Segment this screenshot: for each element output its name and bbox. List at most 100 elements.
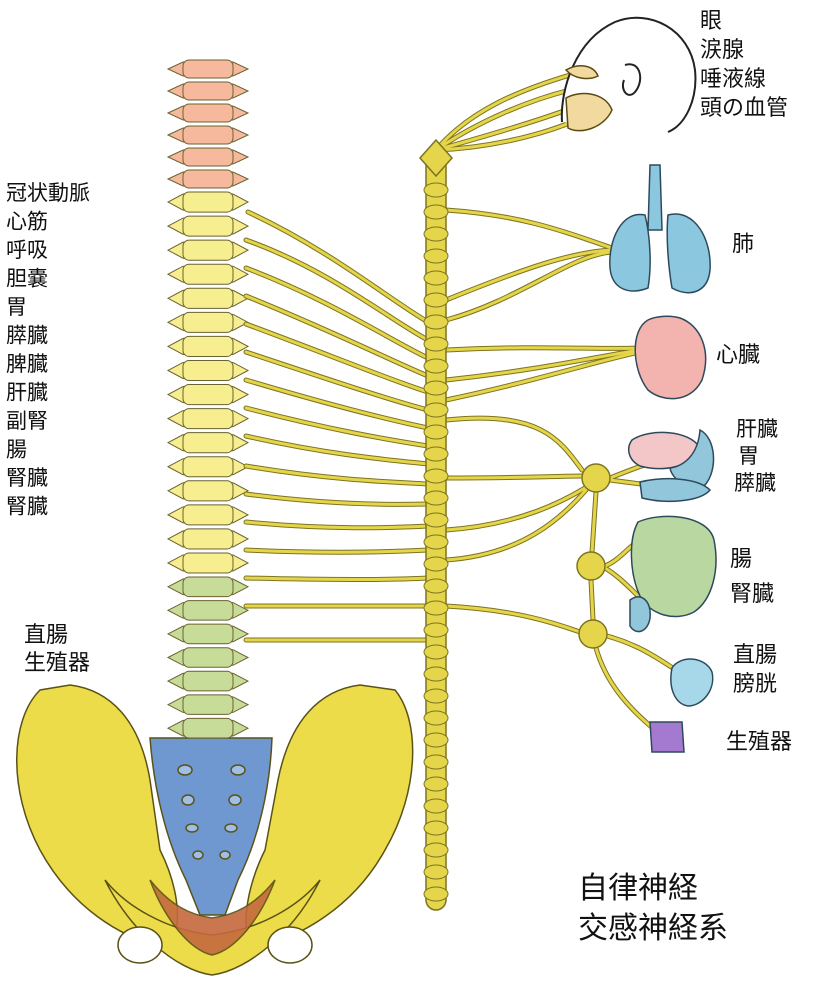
thoracic-vertebra <box>168 481 248 501</box>
thoracic-vertebra <box>168 457 248 477</box>
left-label-9: 腸 <box>6 438 27 462</box>
head-label-3: 頭の血管 <box>700 96 788 121</box>
head-label-2: 唾液線 <box>700 67 766 92</box>
thoracic-vertebra <box>168 553 248 573</box>
label-bladder: 膀胱 <box>733 672 777 697</box>
left-label-7: 肝臓 <box>6 381 48 405</box>
left-label-10: 腎臓 <box>6 466 48 490</box>
cervical-vertebra <box>168 170 248 188</box>
trunk-bead <box>424 403 448 417</box>
trunk-bead <box>424 227 448 241</box>
trunk-bead <box>424 777 448 791</box>
trunk-bead <box>424 183 448 197</box>
left-label-0: 冠状動脈 <box>6 181 90 205</box>
trunk-bead <box>424 711 448 725</box>
genital-organ <box>650 722 684 752</box>
celiac-ganglion <box>582 464 610 492</box>
right-obturator <box>268 927 312 963</box>
left-lower-label-0: 直腸 <box>24 623 68 648</box>
organ-nerve-branch <box>592 492 596 552</box>
cervical-vertebra <box>168 60 248 78</box>
cervical-vertebra <box>168 148 248 166</box>
left-lower-label-1: 生殖器 <box>24 651 90 676</box>
left-label-2: 呼吸 <box>6 238 48 262</box>
cervical-vertebra <box>168 126 248 144</box>
trunk-bead <box>424 601 448 615</box>
organ-nerve-branch <box>591 580 593 620</box>
thoracic-vertebra <box>168 360 248 380</box>
left-label-6: 脾臓 <box>6 352 48 376</box>
left-iliac-bone <box>17 685 178 948</box>
trunk-bead <box>424 623 448 637</box>
trunk-bead <box>424 513 448 527</box>
trunk-bead <box>424 535 448 549</box>
trunk-bead <box>424 359 448 373</box>
title-line-2: 交感神経系 <box>578 911 728 946</box>
thoracic-vertebra <box>168 192 248 212</box>
lumbar-vertebra <box>168 695 248 715</box>
head-label-0: 眼 <box>700 9 722 34</box>
sympathetic-nerves-inner <box>246 75 700 730</box>
left-organ-list: 冠状動脈心筋呼吸胆嚢胃膵臓脾臓肝臓副腎腸腎臓腎臓 <box>6 181 90 519</box>
label-stomach: 胃 <box>738 444 759 468</box>
trunk-bead <box>424 205 448 219</box>
thoracic-vertebra <box>168 312 248 332</box>
trunk-bead <box>424 381 448 395</box>
right-iliac-bone <box>246 685 413 948</box>
trunk-bead <box>424 733 448 747</box>
left-label-11: 腎臓 <box>6 495 48 519</box>
lumbar-vertebra <box>168 601 248 621</box>
label-heart: 心臓 <box>716 343 760 368</box>
left-lung <box>610 214 650 290</box>
trunk-bead <box>424 667 448 681</box>
label-kidney: 腎臓 <box>730 582 774 607</box>
trunk-bead <box>424 271 448 285</box>
title-line-1: 自律神経 <box>578 871 698 906</box>
cervical-vertebra <box>168 104 248 122</box>
thoracic-vertebra <box>168 433 248 453</box>
lumbar-vertebra <box>168 718 248 738</box>
sympathetic-nerves <box>246 75 700 730</box>
trunk-bead <box>424 887 448 901</box>
heart <box>635 316 705 398</box>
label-liver: 肝臓 <box>736 417 778 441</box>
spinal-nerve-branch <box>246 578 428 580</box>
thoracic-vertebra <box>168 385 248 405</box>
label-pancreas: 膵臓 <box>734 471 776 495</box>
organ-nerve-branch <box>446 210 612 248</box>
trunk-bead <box>424 755 448 769</box>
trachea <box>648 165 662 230</box>
spinal-nerve-branch <box>246 240 428 340</box>
organ-nerve-branch <box>446 210 612 248</box>
trunk-bead <box>424 799 448 813</box>
lumbar-vertebra <box>168 624 248 644</box>
thoracic-vertebra <box>168 336 248 356</box>
trunk-bead <box>424 689 448 703</box>
right-lung <box>667 214 710 293</box>
trunk-bead <box>424 843 448 857</box>
thoracic-vertebra <box>168 288 248 308</box>
trunk-bead <box>424 337 448 351</box>
organ-nerve-branch <box>596 648 655 730</box>
head-label-1: 涙腺 <box>700 38 744 63</box>
lumbar-vertebra <box>168 648 248 668</box>
trunk-bead <box>424 425 448 439</box>
trunk-bead <box>424 447 448 461</box>
left-obturator <box>118 927 162 963</box>
superior-mesenteric-ganglion <box>577 552 605 580</box>
organ-nerve-branch <box>446 418 582 470</box>
left-label-1: 心筋 <box>6 210 48 234</box>
trunk-bead <box>424 557 448 571</box>
bladder <box>671 659 713 706</box>
thoracic-vertebra <box>168 216 248 236</box>
trunk-bead <box>424 491 448 505</box>
trunk-bead <box>424 315 448 329</box>
lumbar-vertebra <box>168 577 248 597</box>
left-label-4: 胃 <box>6 295 27 319</box>
label-lung: 肺 <box>732 232 754 257</box>
left-label-5: 膵臓 <box>6 324 48 348</box>
label-genital: 生殖器 <box>726 730 792 755</box>
